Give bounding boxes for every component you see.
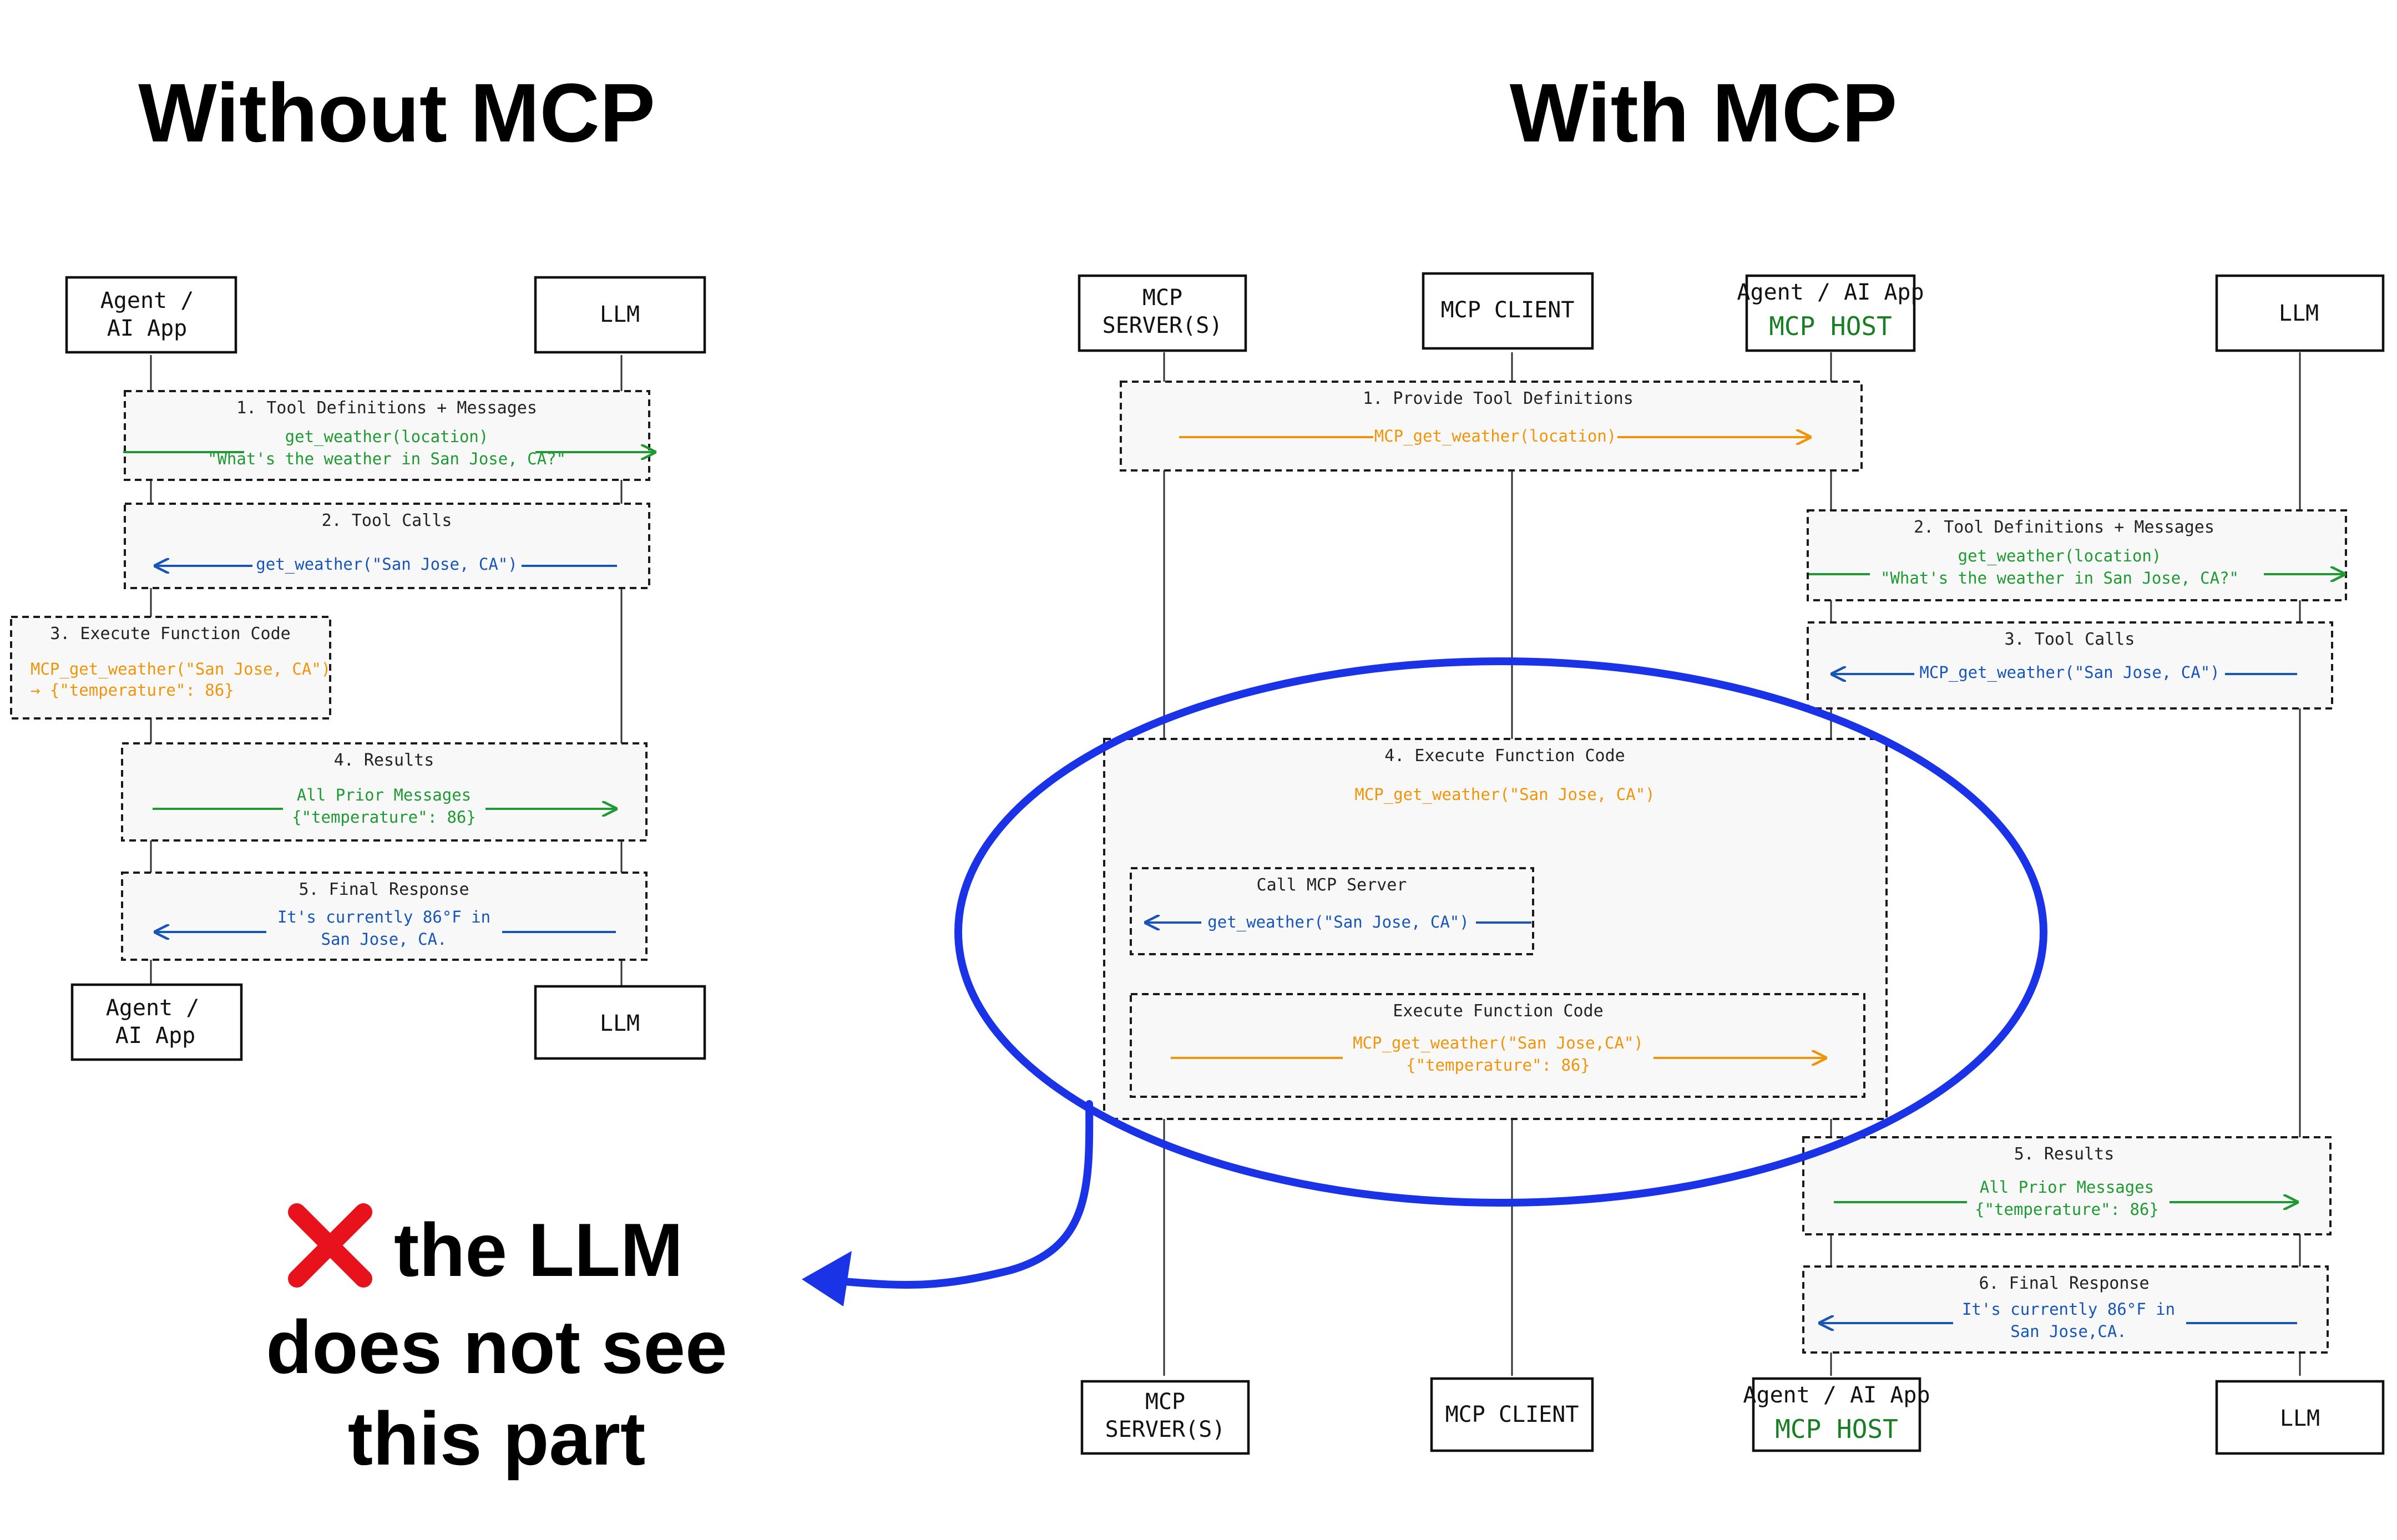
caption-line-2: does not see <box>266 1305 727 1389</box>
actor-label: SERVER(S) <box>1105 1417 1226 1442</box>
actor-label: MCP HOST <box>1769 311 1892 341</box>
message-label: "What's the weather in San Jose, CA?" <box>1880 569 2239 587</box>
actor-label: Agent / <box>106 995 200 1021</box>
right-llm-actor-bottom: LLM <box>2215 1380 2385 1455</box>
message-label: MCP_get_weather("San Jose, CA") <box>31 660 331 679</box>
left-step-3-box: 3. Execute Function Code MCP_get_weather… <box>10 616 331 720</box>
message-label: It's currently 86°F in <box>1962 1300 2175 1319</box>
actor-label: Agent / AI App <box>1743 1382 1930 1408</box>
actor-label: LLM <box>2279 301 2319 326</box>
right-step-1-box: 1. Provide Tool Definitions MCP_get_weat… <box>1120 381 1863 472</box>
step-title: Execute Function Code <box>1393 1001 1603 1021</box>
left-sequence-diagram: Agent / AI App LLM 1. Tool Definitions +… <box>10 276 706 1061</box>
message-label: MCP_get_weather("San Jose, CA") <box>1919 663 2219 682</box>
mcp-server-actor-top: MCP SERVER(S) <box>1078 274 1247 352</box>
left-step-2-box: 2. Tool Calls get_weather("San Jose, CA"… <box>124 503 650 589</box>
actor-label: AI App <box>115 1023 196 1048</box>
message-label: MCP_get_weather("San Jose,CA") <box>1353 1034 1643 1053</box>
mcp-host-actor-bottom: Agent / AI App MCP HOST <box>1743 1377 1930 1452</box>
callout-arrowhead <box>802 1251 852 1306</box>
step-title: 4. Results <box>334 751 434 770</box>
message-label: All Prior Messages <box>297 786 471 804</box>
right-llm-actor-top: LLM <box>2215 274 2385 352</box>
title-without-mcp: Without MCP <box>138 66 655 159</box>
message-label: get_weather("San Jose, CA") <box>1207 913 1469 932</box>
actor-label: LLM <box>600 1011 640 1036</box>
message-label: It's currently 86°F in <box>277 908 490 926</box>
message-label: get_weather("San Jose, CA") <box>256 555 517 574</box>
actor-label: MCP CLIENT <box>1441 297 1575 323</box>
message-label: {"temperature": 86} <box>292 808 476 827</box>
actor-label: LLM <box>2280 1406 2320 1431</box>
mcp-client-actor-top: MCP CLIENT <box>1422 272 1594 350</box>
message-label: {"temperature": 86} <box>1975 1200 2159 1219</box>
step-title: 3. Tool Calls <box>2005 630 2135 649</box>
red-x-icon <box>288 1203 372 1288</box>
right-step-6-box: 6. Final Response It's currently 86°F in… <box>1802 1265 2329 1354</box>
step-title: 2. Tool Calls <box>322 511 452 530</box>
highlight-ellipse <box>954 657 2047 1207</box>
right-sequence-diagram: MCP SERVER(S) MCP CLIENT Agent / AI App … <box>1078 272 2385 1455</box>
left-llm-actor-bottom: LLM <box>534 985 706 1060</box>
left-step-1-box: 1. Tool Definitions + Messages get_weath… <box>123 390 655 481</box>
caption-line-3: this part <box>348 1396 646 1481</box>
mcp-server-actor-bottom: MCP SERVER(S) <box>1080 1380 1250 1455</box>
message-label: {"temperature": 86} <box>1406 1056 1590 1075</box>
step-title: 6. Final Response <box>1979 1274 2149 1293</box>
actor-label: Agent / <box>100 288 194 313</box>
step-title: Call MCP Server <box>1257 875 1407 895</box>
callout-arrow <box>840 1100 1094 1289</box>
execute-function-code-box: Execute Function Code MCP_get_weather("S… <box>1130 993 1865 1098</box>
actor-label: MCP <box>1145 1389 1185 1415</box>
actor-label: Agent / AI App <box>1737 280 1924 305</box>
left-step-5-box: 5. Final Response It's currently 86°F in… <box>121 872 648 961</box>
right-step-2-box: 2. Tool Definitions + Messages get_weath… <box>1807 509 2347 601</box>
step-title: 5. Final Response <box>299 880 469 899</box>
message-label: San Jose,CA. <box>2010 1322 2127 1341</box>
step-title: 1. Tool Definitions + Messages <box>236 398 537 418</box>
message-label: MCP_get_weather(location) <box>1374 427 1617 446</box>
call-mcp-server-box: Call MCP Server get_weather("San Jose, C… <box>1130 867 1534 955</box>
message-label: get_weather(location) <box>1958 546 2162 566</box>
caption-line-1: the LLM <box>394 1208 683 1292</box>
step-title: 3. Execute Function Code <box>50 624 290 644</box>
message-label: get_weather(location) <box>285 427 489 447</box>
message-label: "What's the weather in San Jose, CA?" <box>208 449 566 468</box>
message-label: MCP_get_weather("San Jose, CA") <box>1354 785 1655 804</box>
actor-label: MCP HOST <box>1775 1414 1898 1444</box>
right-step-5-box: 5. Results All Prior Messages {"temperat… <box>1802 1136 2332 1235</box>
actor-label: AI App <box>107 316 188 341</box>
right-step-3-box: 3. Tool Calls MCP_get_weather("San Jose,… <box>1807 621 2333 710</box>
caption: the LLM does not see this part <box>266 1203 727 1481</box>
left-agent-actor-bottom: Agent / AI App <box>70 983 243 1061</box>
actor-label: LLM <box>600 302 640 327</box>
left-agent-actor-top: Agent / AI App <box>65 276 237 354</box>
actor-label: MCP CLIENT <box>1445 1402 1579 1427</box>
message-label: All Prior Messages <box>1980 1178 2154 1197</box>
mcp-client-actor-bottom: MCP CLIENT <box>1430 1377 1594 1452</box>
left-step-4-box: 4. Results All Prior Messages {"temperat… <box>121 742 648 842</box>
title-with-mcp: With MCP <box>1510 66 1898 159</box>
step-title: 1. Provide Tool Definitions <box>1363 389 1634 408</box>
message-label: → {"temperature": 86} <box>31 681 234 700</box>
step-title: 5. Results <box>2014 1144 2115 1164</box>
message-label: San Jose, CA. <box>321 930 447 949</box>
mcp-host-actor-top: Agent / AI App MCP HOST <box>1737 274 1924 352</box>
actor-label: MCP <box>1142 285 1182 311</box>
step-title: 2. Tool Definitions + Messages <box>1914 518 2214 537</box>
left-llm-actor-top: LLM <box>534 276 706 354</box>
step-title: 4. Execute Function Code <box>1384 746 1625 766</box>
actor-label: SERVER(S) <box>1103 313 1223 338</box>
